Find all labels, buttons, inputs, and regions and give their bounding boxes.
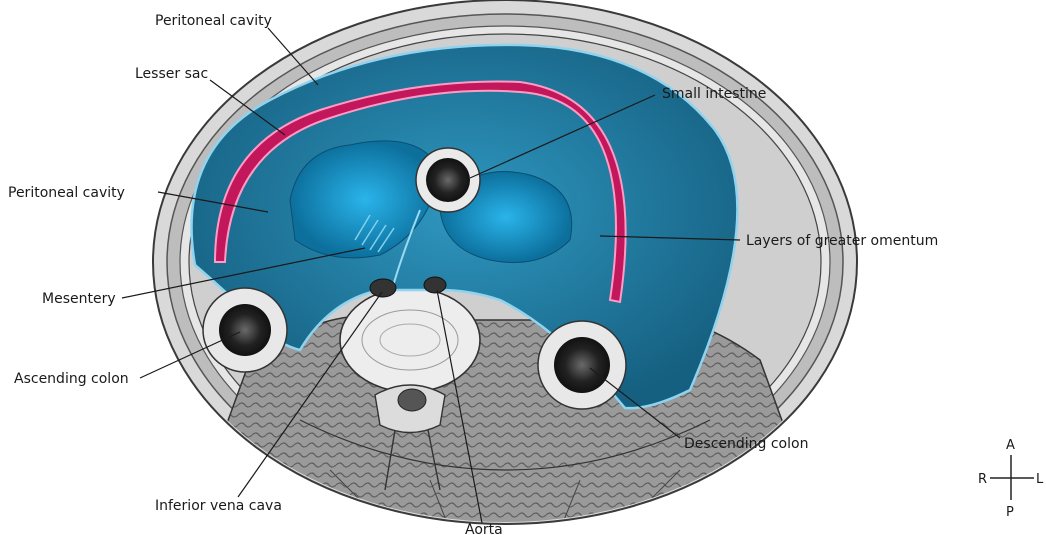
compass-posterior: P [1006, 505, 1014, 520]
label-lesser-sac: Lesser sac [135, 66, 208, 82]
descending-colon-section [538, 321, 626, 409]
small-intestine-loop [416, 148, 480, 212]
compass-anterior: A [1006, 438, 1015, 453]
label-small-intestine: Small intestine [662, 86, 766, 102]
label-layers-greater-omentum: Layers of greater omentum [746, 233, 938, 249]
label-inferior-vena-cava: Inferior vena cava [155, 498, 282, 514]
label-aorta: Aorta [465, 522, 503, 535]
orientation-compass: A P R L [978, 438, 1044, 520]
label-peritoneal-cavity-top: Peritoneal cavity [155, 13, 272, 29]
label-descending-colon: Descending colon [684, 436, 808, 452]
label-mesentery: Mesentery [42, 291, 116, 307]
ascending-colon-section [203, 288, 287, 372]
label-peritoneal-cavity-left: Peritoneal cavity [8, 185, 125, 201]
compass-right: R [978, 472, 987, 487]
compass-left: L [1036, 472, 1044, 487]
label-ascending-colon: Ascending colon [14, 371, 129, 387]
